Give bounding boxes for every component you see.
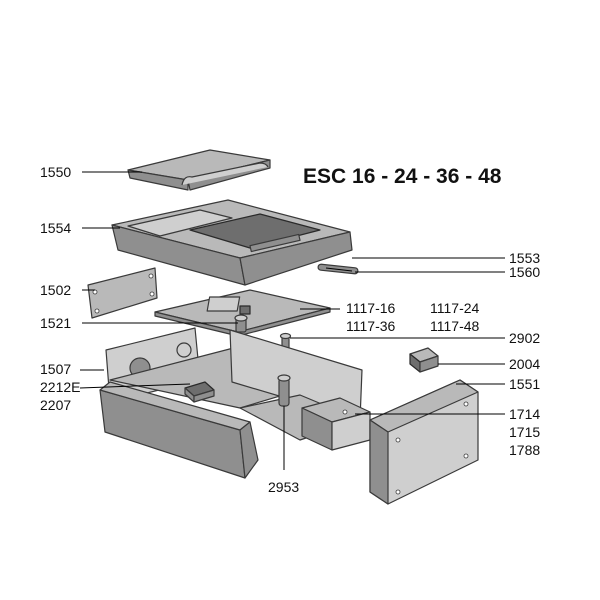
label-1117-48: 1117-48	[430, 318, 480, 334]
label-1521: 1521	[40, 315, 71, 331]
label-2953: 2953	[268, 479, 299, 495]
label-1554: 1554	[40, 220, 71, 236]
label-2207: 2207	[40, 397, 71, 413]
label-1550: 1550	[40, 164, 71, 180]
label-1117-24: 1117-24	[430, 300, 480, 316]
label-2902: 2902	[509, 330, 540, 346]
label-1507: 1507	[40, 361, 71, 377]
part-2004-switch	[409, 347, 439, 373]
part-1551-end-panel	[369, 379, 479, 505]
part-2212E-connector	[184, 381, 215, 403]
label-1715: 1715	[509, 424, 540, 440]
part-2953-post	[277, 374, 291, 407]
label-1560: 1560	[509, 264, 540, 280]
leader-lines	[79, 171, 505, 470]
label-1714: 1714	[509, 406, 540, 422]
label-1502: 1502	[40, 282, 71, 298]
label-2004: 2004	[509, 356, 540, 372]
part-1550-lid	[127, 149, 271, 191]
label-1117-36: 1117-36	[346, 318, 396, 334]
part-1117-board	[154, 289, 331, 337]
part-1560-rod	[317, 263, 359, 275]
part-1554-tray	[111, 199, 353, 286]
part-1502-panel	[87, 267, 158, 319]
part-1714-transformer	[301, 397, 371, 451]
label-1551: 1551	[509, 376, 540, 392]
diagram-title: ESC 16 - 24 - 36 - 48	[303, 165, 502, 188]
part-labels: 1550 1554 1553 1560 1502 1117-16 1117-24…	[40, 164, 540, 495]
label-2212E: 2212E	[40, 379, 80, 395]
label-1788: 1788	[509, 442, 540, 458]
label-1553: 1553	[509, 250, 540, 266]
part-1521-knob	[234, 314, 248, 333]
part-1507-base	[99, 327, 363, 479]
label-1117-16: 1117-16	[346, 300, 396, 316]
